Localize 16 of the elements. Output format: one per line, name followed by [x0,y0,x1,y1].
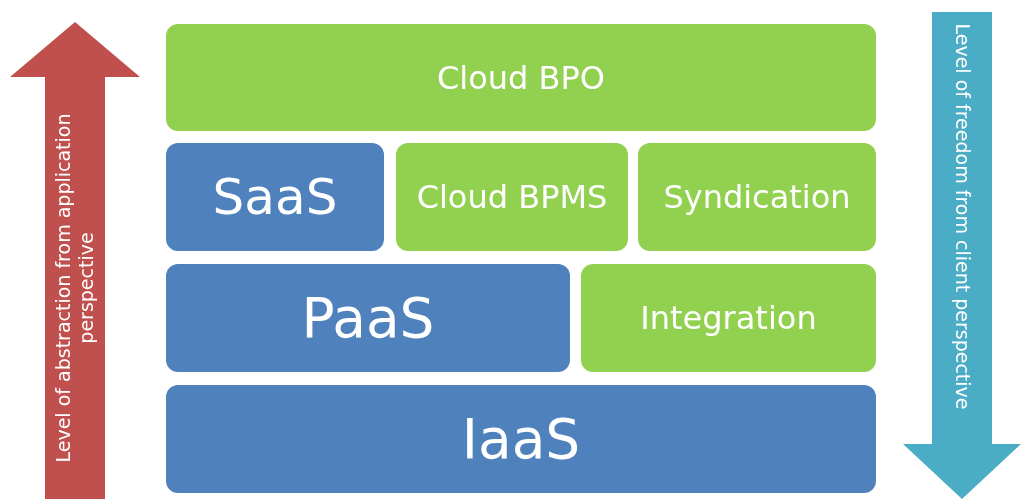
layer-label: PaaS [301,284,435,352]
arrow-label: Level of freedom from client perspective [950,22,974,412]
layer-label: Cloud BPO [437,57,605,98]
layer-box [581,264,876,372]
layer-label: Integration [640,298,817,338]
arrow-label: Level of abstraction from application perspective [52,112,98,465]
layer-label: Syndication [663,177,851,217]
layer-box [166,24,876,131]
layer-box [166,385,876,493]
layer-label: SaaS [212,166,338,228]
layer-box [396,143,628,251]
layer-box [166,264,570,372]
layer-box [638,143,876,251]
layer-label: IaaS [461,405,581,473]
layer-label: Cloud BPMS [416,177,608,217]
layer-box [166,143,384,251]
